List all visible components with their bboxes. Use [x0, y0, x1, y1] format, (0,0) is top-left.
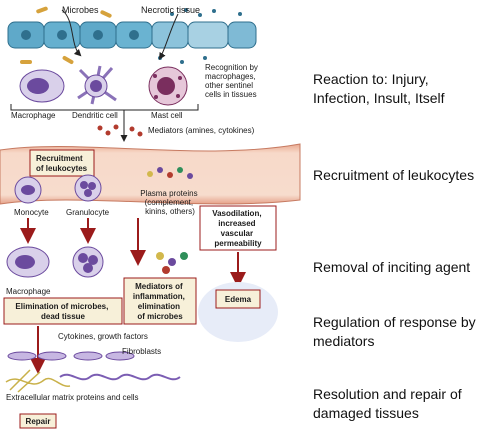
cells-bracket [10, 104, 199, 111]
lower-macrophage-cell [6, 246, 50, 278]
macrophage-label: Macrophage [11, 111, 56, 120]
elimination-box [3, 297, 123, 325]
monocyte-label: Monocyte [14, 208, 49, 217]
step-regulation-line-2: mediators [313, 333, 375, 349]
neutrophil-cell [72, 246, 104, 278]
mast-cell-label: Mast cell [151, 111, 183, 120]
mediator-dots [97, 124, 143, 137]
dendritic-cell-label: Dendritic cell [72, 111, 118, 120]
lower-macrophage-label: Macrophage [6, 287, 51, 296]
granulocyte-cell [74, 174, 102, 202]
necrotic-tissue-label: Necrotic tissue [141, 5, 200, 15]
plasma-proteins-label: Plasma proteins (complement, kinins, oth… [140, 189, 200, 216]
plasma-protein-dots [147, 167, 193, 179]
epithelium [7, 21, 257, 49]
granulocyte-label: Granulocyte [66, 208, 110, 217]
fibroblast-cells [7, 351, 135, 361]
microbes-label: Microbes [62, 5, 99, 15]
dendritic-cell [77, 65, 117, 105]
recognition-label: Recognition by macrophages, other sentin… [205, 63, 260, 99]
step-removal: Removal of inciting agent [313, 258, 498, 277]
ecm-label: Extracellular matrix proteins and cells [6, 393, 139, 402]
mast-cell [148, 66, 188, 106]
matrix-strands [5, 369, 71, 393]
step-reaction: Reaction to: Injury, Infection, Insult, … [313, 70, 498, 108]
elimination-label: Elimination of microbes, dead tissue [15, 302, 110, 321]
macrophage-cell [19, 69, 65, 103]
mediator-balls [156, 252, 188, 274]
recruitment-label: Recruitment of leukocytes [36, 154, 88, 173]
mediators-label: Mediators (amines, cytokines) [148, 126, 255, 135]
microbe-rods [20, 6, 112, 64]
repair-label: Repair [26, 417, 51, 426]
inflammation-diagram: Microbes Necrotic tissue Macrophage Dend… [0, 5, 301, 429]
step-resolution-line-2: damaged tissues [313, 405, 419, 421]
step-recruitment-line-1: Recruitment of leukocytes [313, 167, 475, 183]
step-resolution-line-1: Resolution and repair of [313, 386, 462, 402]
matrix-fibers [59, 373, 181, 381]
mediators-inflammation-label: Mediators of inflammation, elimination o… [133, 282, 187, 321]
step-removal-line-1: Removal of inciting agent [313, 259, 471, 275]
cytokines-label: Cytokines, growth factors [58, 332, 148, 341]
fibroblasts-label: Fibroblasts [122, 347, 161, 356]
step-reaction-line-1: Reaction to: Injury, [313, 71, 429, 87]
step-recruitment: Recruitment of leukocytes [313, 166, 498, 185]
necrotic-arrow [158, 13, 179, 60]
recruitment-box [29, 149, 95, 177]
step-regulation: Regulation of response by mediators [313, 313, 498, 351]
vasodilation-box [199, 205, 277, 251]
repair-box [19, 413, 57, 429]
monocyte-cell [14, 176, 42, 204]
microbe-arrow [61, 9, 82, 57]
vasodilation-label: Vasodilation, increased vascular permeab… [212, 209, 264, 248]
edema-box [215, 289, 261, 309]
step-regulation-line-1: Regulation of response by [313, 314, 476, 330]
step-resolution: Resolution and repair of damaged tissues [313, 385, 498, 423]
step-reaction-line-2: Infection, Insult, Itself [313, 90, 445, 106]
edema-label: Edema [225, 295, 252, 304]
mediators-box [123, 277, 197, 325]
